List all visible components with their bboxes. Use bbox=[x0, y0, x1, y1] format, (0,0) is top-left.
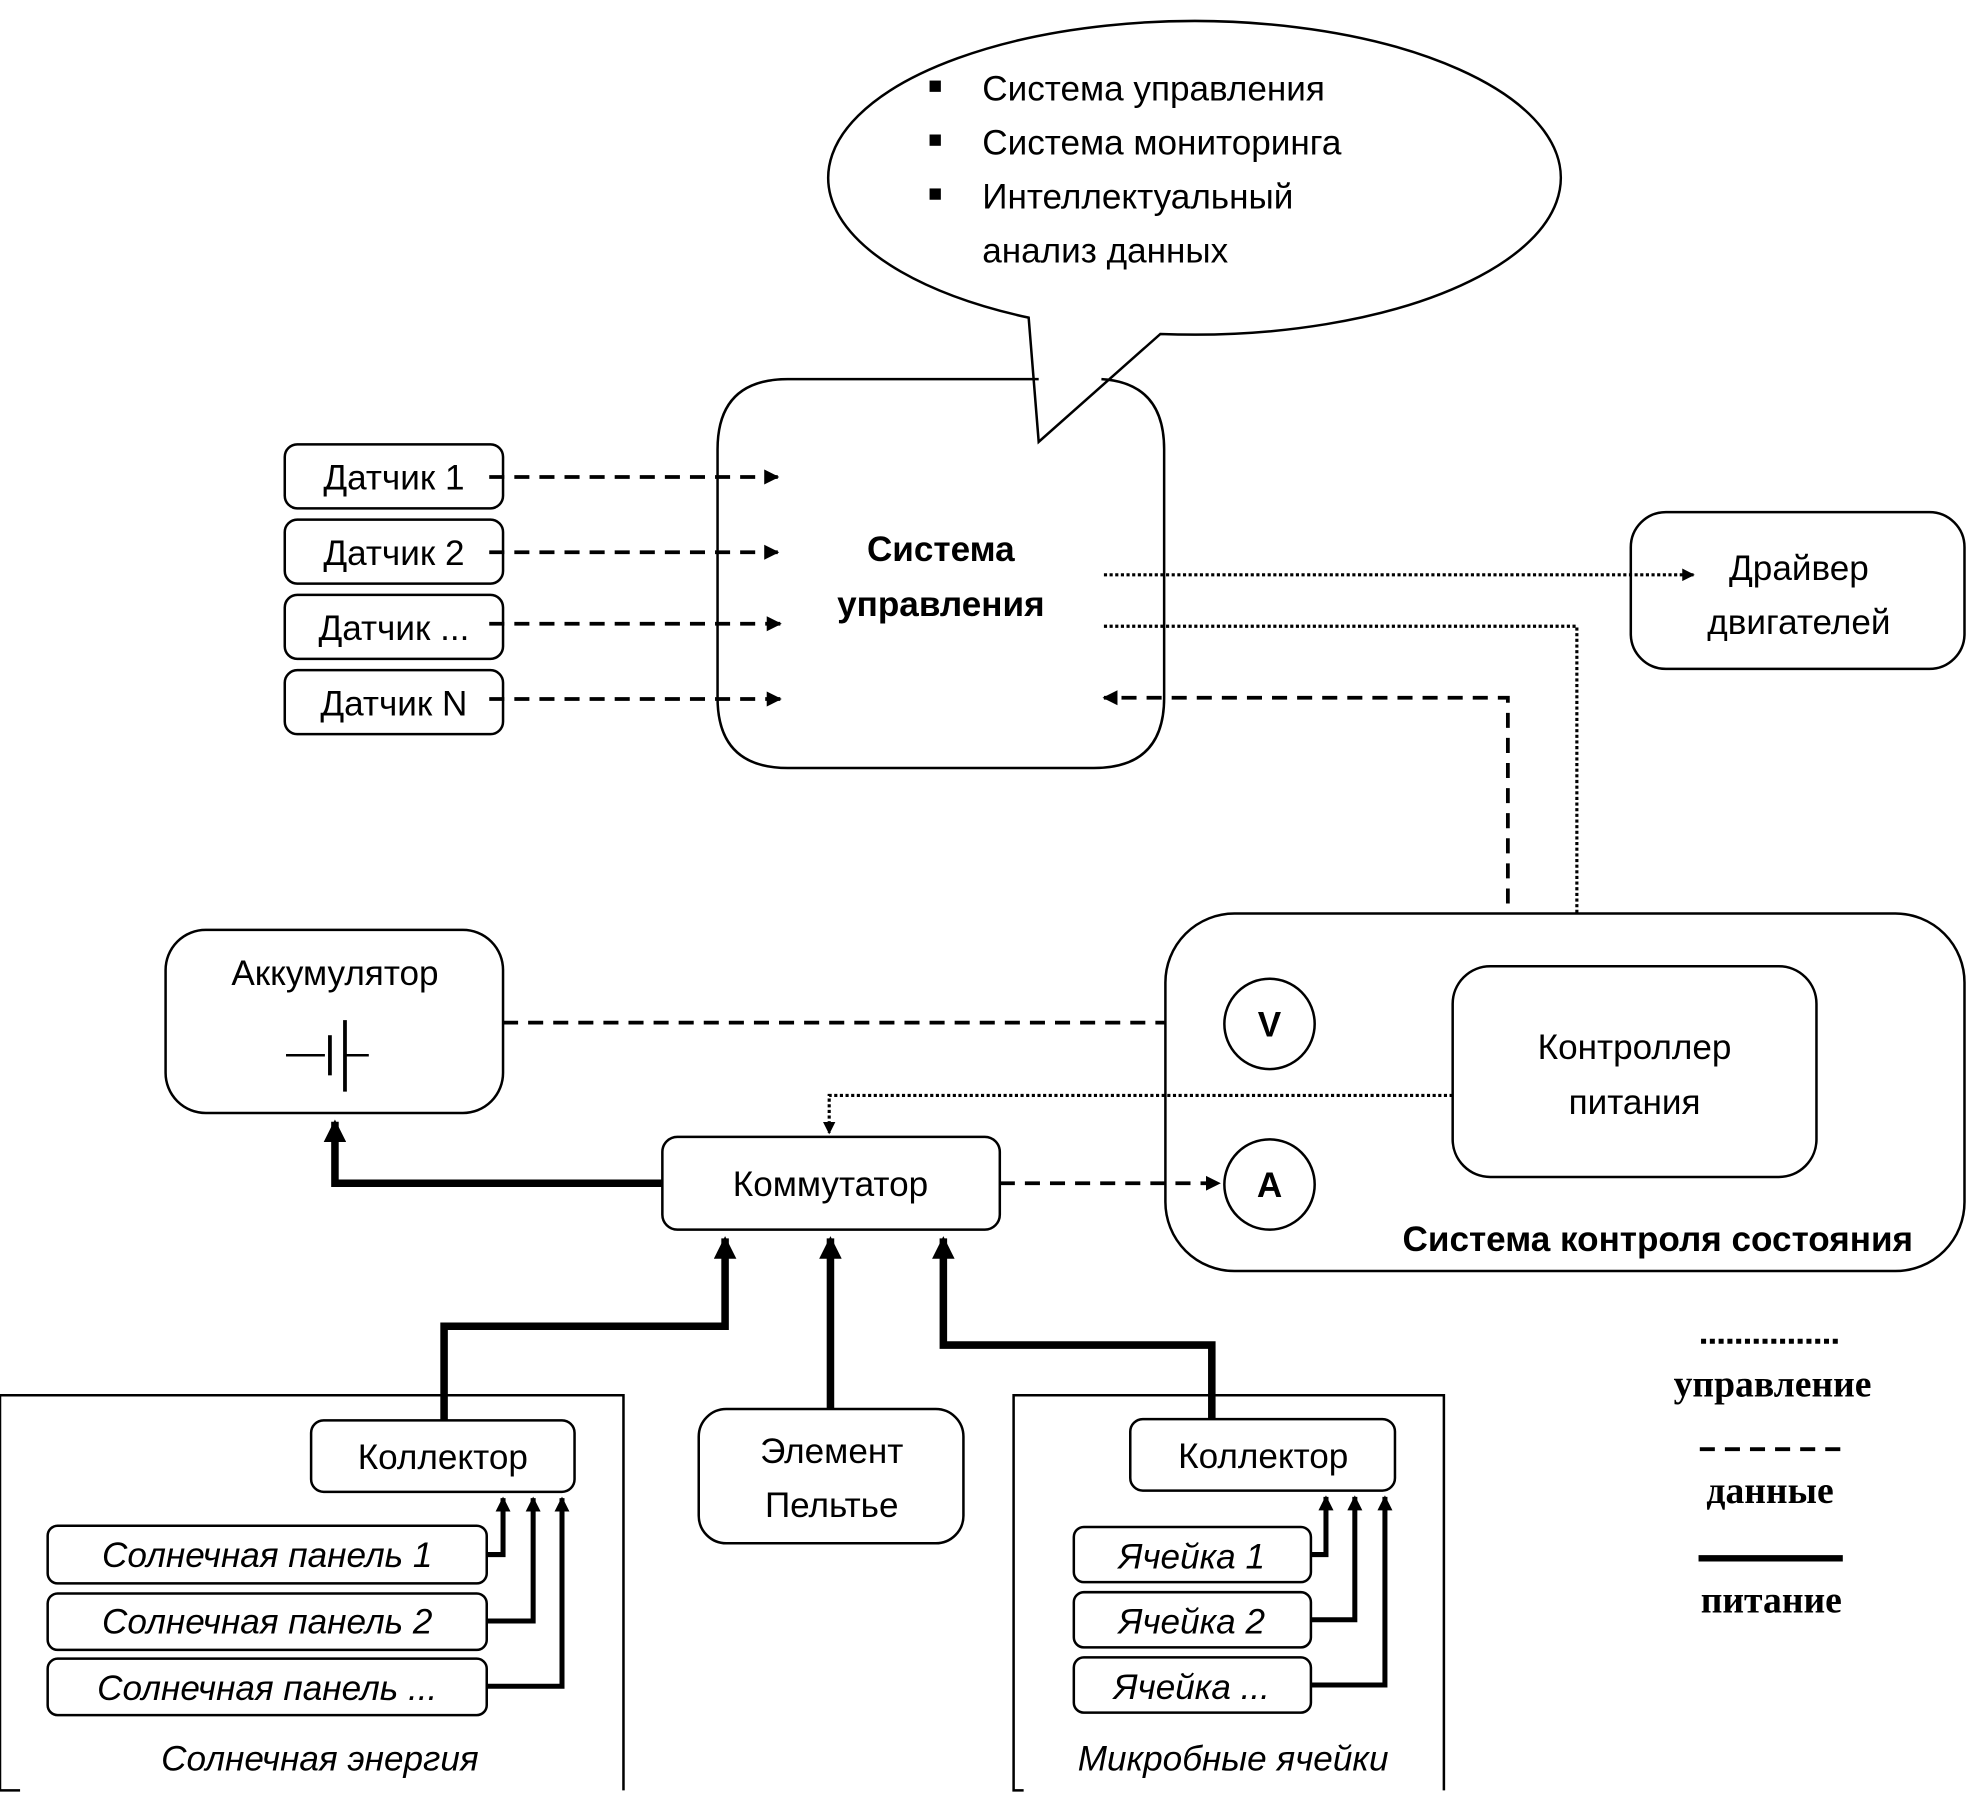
power-controller-label: Контроллер bbox=[1538, 1028, 1732, 1067]
solar-panel-node[interactable]: Солнечная панель ... bbox=[46, 1657, 488, 1717]
legend-data-label: данные bbox=[1706, 1470, 1833, 1512]
callout-shape bbox=[826, 19, 1563, 445]
cell-label: Ячейка 1 bbox=[1116, 1537, 1265, 1576]
solar-panel-label: Солнечная панель 2 bbox=[102, 1603, 433, 1642]
battery-node[interactable]: Аккумулятор bbox=[164, 928, 505, 1115]
switch-node[interactable]: Коммутатор bbox=[661, 1135, 1002, 1231]
callout-bubble: Система управления Система мониторинга И… bbox=[826, 19, 1563, 445]
state-control-system[interactable]: Система контроля состояния V A Контролле… bbox=[1164, 912, 1966, 1273]
voltmeter-label: V bbox=[1258, 1005, 1282, 1044]
sensor-node[interactable]: Датчик N bbox=[283, 668, 505, 736]
solar-energy-group: Коллектор Солнечная панель 1 Солнечная п… bbox=[0, 1393, 625, 1792]
control-link-to-switch bbox=[822, 1093, 1453, 1135]
bullet-icon bbox=[929, 188, 941, 200]
power-link-cell-to-collector bbox=[1310, 1495, 1393, 1688]
cell-label: Ячейка 2 bbox=[1116, 1603, 1265, 1642]
motor-driver-label: двигателей bbox=[1707, 603, 1890, 642]
solar-collector-node[interactable]: Коллектор bbox=[309, 1419, 576, 1494]
sensor-label: Датчик N bbox=[320, 684, 467, 723]
cell-label: Ячейка ... bbox=[1112, 1668, 1270, 1707]
collector-label: Коллектор bbox=[1178, 1437, 1348, 1476]
sensor-node[interactable]: Датчик 1 bbox=[283, 443, 505, 510]
legend-control-label: управление bbox=[1674, 1363, 1872, 1405]
power-link-panel-to-collector bbox=[486, 1496, 511, 1558]
microbial-group-title: Микробные ячейки bbox=[1078, 1739, 1389, 1778]
voltmeter[interactable]: V bbox=[1223, 977, 1316, 1071]
peltier-node[interactable]: Элемент Пельтье bbox=[697, 1407, 965, 1545]
microbial-cell-node[interactable]: Ячейка 2 bbox=[1072, 1590, 1313, 1649]
collector-label: Коллектор bbox=[358, 1438, 528, 1477]
power-controller-label: питания bbox=[1569, 1083, 1701, 1122]
sensor-label: Датчик ... bbox=[318, 609, 469, 648]
legend: управление данные питание bbox=[1674, 1338, 1872, 1621]
solar-panel-label: Солнечная панель ... bbox=[97, 1669, 437, 1708]
power-link-cell-to-collector bbox=[1310, 1495, 1334, 1558]
sensor-node[interactable]: Датчик ... bbox=[283, 593, 505, 661]
switch-label: Коммутатор bbox=[733, 1165, 928, 1204]
microbial-group-frame bbox=[1012, 1393, 1446, 1792]
ammeter[interactable]: A bbox=[1223, 1138, 1316, 1231]
control-system-node[interactable]: Система управления bbox=[716, 377, 1166, 770]
bubble-item-continuation: анализ данных bbox=[982, 231, 1228, 270]
sensor-list: Датчик 1 Датчик 2 Датчик ... Датчик N bbox=[283, 443, 782, 736]
legend-power-label: питание bbox=[1701, 1579, 1842, 1621]
solar-group-frame bbox=[0, 1393, 625, 1792]
control-system-label: Система bbox=[867, 530, 1015, 569]
power-link-solar-to-switch bbox=[440, 1236, 737, 1421]
microbial-cell-node[interactable]: Ячейка ... bbox=[1072, 1656, 1313, 1714]
battery-label: Аккумулятор bbox=[231, 954, 438, 993]
power-link-microbial-to-switch bbox=[932, 1236, 1216, 1420]
sensor-node[interactable]: Датчик 2 bbox=[283, 518, 505, 585]
bullet-icon bbox=[929, 134, 941, 146]
solar-group-title: Солнечная энергия bbox=[161, 1739, 479, 1778]
power-link-panel-to-collector bbox=[486, 1496, 570, 1689]
solar-panel-node[interactable]: Солнечная панель 2 bbox=[46, 1592, 488, 1652]
bubble-item: Интеллектуальный bbox=[982, 178, 1293, 217]
solar-panel-label: Солнечная панель 1 bbox=[102, 1536, 432, 1575]
power-link-cell-to-collector bbox=[1310, 1495, 1363, 1623]
control-system-label: управления bbox=[837, 585, 1044, 624]
sensor-label: Датчик 2 bbox=[323, 534, 464, 573]
microbial-collector-node[interactable]: Коллектор bbox=[1129, 1417, 1397, 1492]
microbial-cells-group: Коллектор Ячейка 1 Ячейка 2 Ячейка ... М… bbox=[1012, 1393, 1446, 1792]
power-link-panel-to-collector bbox=[486, 1496, 541, 1624]
motor-driver-node[interactable]: Драйвер двигателей bbox=[1629, 510, 1966, 671]
solar-panel-node[interactable]: Солнечная панель 1 bbox=[46, 1524, 488, 1585]
data-link-controller-to-control-system bbox=[1102, 690, 1510, 1004]
peltier-label: Элемент bbox=[760, 1432, 903, 1471]
power-link-switch-to-battery bbox=[323, 1119, 663, 1188]
bubble-item: Система управления bbox=[982, 70, 1325, 109]
microbial-cell-node[interactable]: Ячейка 1 bbox=[1072, 1525, 1313, 1584]
motor-driver-label: Драйвер bbox=[1729, 549, 1869, 588]
peltier-label: Пельтье bbox=[765, 1486, 899, 1525]
battery-icon bbox=[286, 1020, 369, 1092]
bubble-item: Система мониторинга bbox=[982, 124, 1342, 163]
power-controller-node[interactable]: Контроллер питания bbox=[1451, 964, 1818, 1179]
sensor-label: Датчик 1 bbox=[323, 459, 464, 498]
bullet-icon bbox=[929, 80, 941, 92]
state-control-title: Система контроля состояния bbox=[1403, 1220, 1914, 1259]
ammeter-label: A bbox=[1257, 1166, 1282, 1205]
